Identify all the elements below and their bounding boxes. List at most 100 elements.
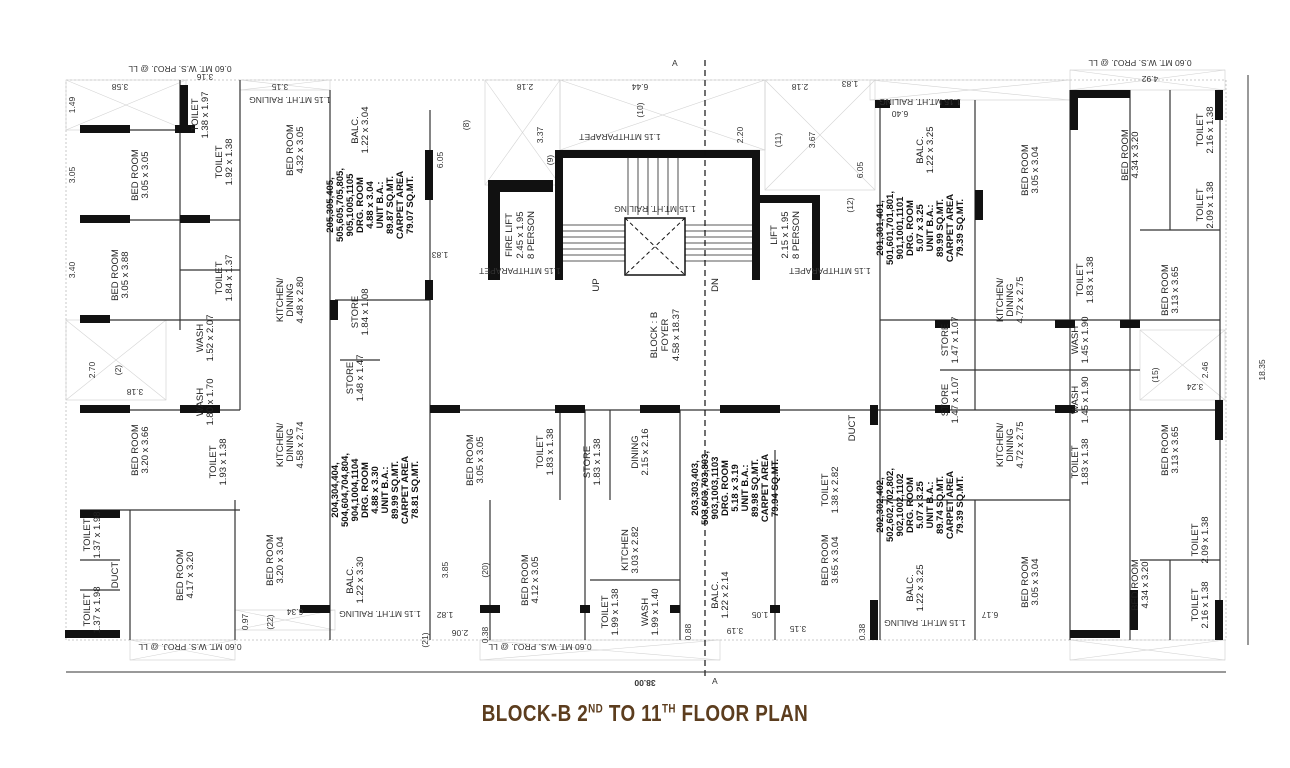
unit-info-line: DRG. ROOM [905, 477, 916, 533]
dimension-label-line: (21) [420, 632, 430, 647]
unit-info-5: 201,301,401,501,601,701,801,901,1001,110… [875, 191, 966, 265]
thick-wall [1215, 90, 1223, 120]
room-store-line: 1.48 x 1.47 [355, 354, 366, 401]
room-toilet-line: 1.37 x 1.98 [92, 586, 103, 633]
room-bed-room-line: BED ROOM [175, 549, 186, 601]
room-bed-room-line: 3.05 x 3.05 [475, 436, 486, 483]
room-store-line: 1.83 x 1.38 [592, 438, 603, 485]
dimension-label-line: 3.37 [535, 126, 545, 143]
dimension-label: 2.46 [1200, 361, 1210, 378]
title-prefix: BLOCK-B 2 [481, 700, 589, 726]
room-bed-room-line: BED ROOM [820, 534, 831, 586]
dimension-label: 2.06 [451, 628, 468, 638]
room-balc-line: BALC. [905, 574, 916, 601]
room-toilet-line: 1.37 x 1.98 [92, 511, 103, 558]
room-balc: BALC.1.22 x 3.30 [345, 556, 366, 603]
room-toilet-line: 1.38 x 1.97 [200, 91, 211, 138]
dimension-label: 3.85 [440, 561, 450, 578]
dimension-label-line: (22) [265, 614, 275, 629]
thick-wall [80, 315, 110, 323]
dimension-label: 3.24 [1186, 382, 1203, 392]
overall-width: 38.00 [634, 678, 656, 688]
room-toilet-line: TOILET [1070, 445, 1081, 478]
dimension-label-line: 6.05 [435, 151, 445, 168]
dimension-label: (21) [420, 632, 430, 647]
room-kitchen-dining-line: KITCHEN/ [995, 277, 1006, 322]
thick-wall [940, 100, 960, 108]
room-bed-room-line: BED ROOM [285, 124, 296, 176]
stair-up-label: UP [591, 278, 602, 291]
hatch-line [1069, 639, 1226, 661]
unit-info-3: 203,303,403,503,603,703,803,903,1003,110… [690, 451, 781, 525]
room-toilet-line: 1.83 x 1.38 [545, 428, 556, 475]
unit-info-line: 79.07 SQ.MT. [405, 176, 416, 234]
room-kitchen-line: KITCHEN [620, 529, 631, 571]
foyer-label-line: 4.58 x 18.37 [671, 309, 682, 361]
room-bed-room-line: 4.32 x 3.05 [295, 126, 306, 173]
thick-wall [935, 405, 950, 413]
room-toilet-line: 1.38 x 2.82 [830, 466, 841, 513]
room-bed-room-line: 3.20 x 3.04 [275, 536, 286, 583]
thick-wall [875, 100, 890, 108]
dimension-label: (12) [845, 197, 855, 212]
dimension-label: 1.15 MT.HT. RAILING [249, 95, 331, 105]
room-bed-room-line: 3.20 x 3.66 [140, 426, 151, 473]
hatch-line [869, 79, 1071, 101]
room-balc-line: 1.22 x 3.04 [360, 106, 371, 153]
room-kitchen-dining-line: DINING [285, 428, 296, 461]
thick-wall [65, 630, 120, 638]
room-wash-line: WASH [1070, 386, 1081, 414]
unit-info-line: 5.07 x 3.25 [915, 204, 926, 252]
room-bed-room-line: BED ROOM [1160, 424, 1171, 476]
open-area [129, 639, 236, 661]
room-bed-room-line: 4.12 x 3.05 [530, 556, 541, 603]
open-area [479, 639, 721, 661]
hatch-line [65, 319, 167, 401]
room-toilet-line: 1.83 x 1.38 [1085, 256, 1096, 303]
room-toilet-line: TOILET [82, 518, 93, 551]
room-dining-line: 2.15 x 2.16 [640, 428, 651, 475]
dimension-label-line: (12) [845, 197, 855, 212]
unit-info-line: UNIT B.A.: [925, 482, 936, 529]
dimension-label: 3.58 [111, 82, 128, 92]
dimension-label-line: 2.46 [1200, 361, 1210, 378]
overall-depth: 18.35 [1257, 359, 1267, 381]
unit-info-line: DRG. ROOM [355, 177, 366, 233]
unit-info-line: UNIT B.A.: [740, 465, 751, 512]
stair-down-label: DN [710, 278, 721, 292]
open-area [1069, 639, 1226, 661]
hatch-line [65, 79, 187, 131]
unit-info-line: 4.88 x 3.04 [365, 181, 376, 229]
unit-info-line: DRG. ROOM [360, 462, 371, 518]
room-toilet-line: TOILET [1195, 113, 1206, 146]
unit-info-line: DRG. ROOM [905, 200, 916, 256]
parapet-label: 1.15 MTHTPARAPET [579, 132, 661, 142]
unit-info-line: 79.39 SQ.MT. [955, 199, 966, 257]
unit-info-line: 89.99 SQ.MT. [935, 199, 946, 257]
dimension-label: 6.40 [891, 109, 908, 119]
room-kitchen-dining-line: 4.72 x 2.75 [1015, 421, 1026, 468]
thick-wall [1070, 90, 1078, 130]
dimension-label: 1.49 [67, 96, 77, 113]
room-duct-line: DUCT [110, 562, 121, 589]
dimension-label-line: 3.05 [67, 166, 77, 183]
thick-wall [300, 605, 330, 613]
unit-info-line: CARPET AREA [760, 454, 771, 522]
room-kitchen-dining-line: 4.58 x 2.74 [295, 421, 306, 468]
dimension-label: 1.15 MT.HT. RAILING [879, 97, 961, 107]
room-bed-room-line: 4.34 x 3.20 [1140, 561, 1151, 608]
lift-label-line: LIFT [769, 225, 780, 245]
thick-wall [580, 605, 590, 613]
lift-label-line: 8 PERSON [791, 211, 802, 259]
room-kitchen-dining-line: 4.48 x 2.80 [295, 276, 306, 323]
dimension-label: 3.18 [126, 387, 143, 397]
unit-info-line: 203,303,403, [690, 460, 701, 515]
